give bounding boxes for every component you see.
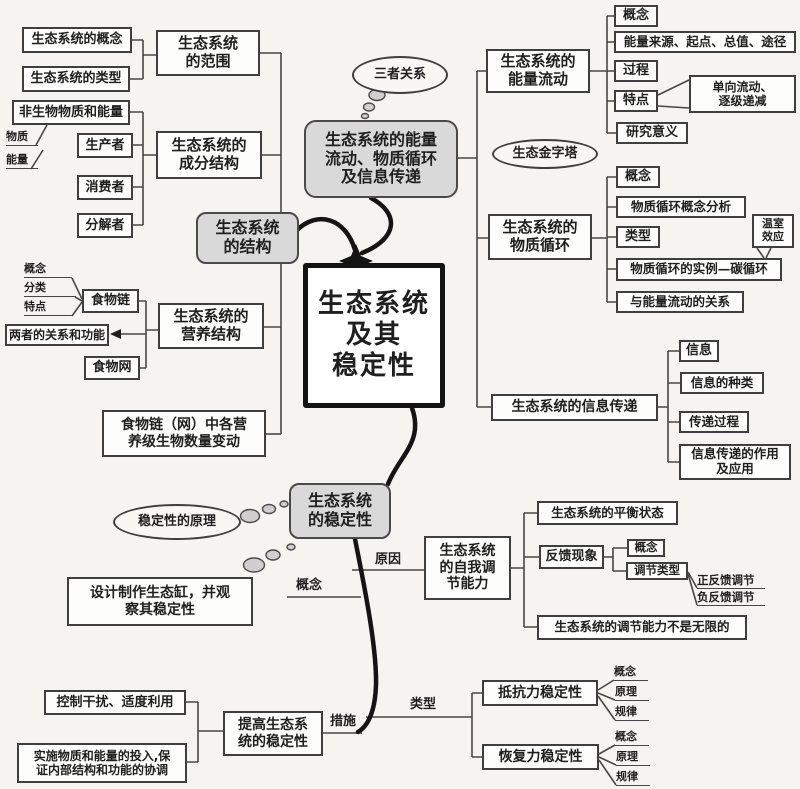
node-resilience-rule: 规律 (616, 770, 650, 786)
node-energy-flow: 生态系统的 能量流动 (486, 49, 590, 93)
node-info-kinds: 信息的种类 (680, 372, 764, 394)
node-trophic-quantity-change: 食物链（网）中各营 养级生物数量变动 (102, 410, 266, 457)
node-food-chain: 食物链 (82, 289, 139, 313)
node-ecosystem-stability-hub: 生态系统 的稳定性 (289, 483, 391, 539)
node-relation-function: 两者的关系和功能 (5, 324, 109, 346)
node-food-web: 食物网 (84, 356, 140, 380)
node-energy-feature-note: 单向流动、 逐级递减 (689, 75, 796, 113)
node-info-process: 传递过程 (679, 411, 749, 433)
node-stability-concept: 概念 (295, 578, 322, 594)
node-trophic-structure: 生态系统的 营养结构 (158, 303, 264, 349)
node-improve-stability: 提高生态系 统的稳定性 (223, 711, 323, 756)
node-resilience-stability: 恢复力稳定性 (482, 744, 599, 770)
node-positive-feedback: 正反馈调节 (697, 573, 765, 589)
node-energy-significance: 研究意义 (616, 122, 688, 144)
node-carbon-cycle-example: 物质循环的实例—碳循环 (616, 258, 782, 281)
node-feedback-type: 调节类型 (626, 562, 688, 580)
node-ecosystem-type: 生态系统的类型 (22, 66, 130, 92)
bubble-eco-pyramid: 生态金字塔 (492, 139, 598, 169)
node-resistance-rule: 规律 (615, 705, 649, 721)
bubble-three-relations: 三者关系 (352, 56, 448, 94)
node-control-disturbance: 控制干扰、适度利用 (44, 690, 186, 715)
node-matter-analysis: 物质循环概念分析 (616, 196, 746, 218)
node-chain-class: 分类 (24, 281, 76, 297)
node-matter-concept: 概念 (616, 166, 660, 188)
node-ecosystem-structure-hub: 生态系统 的结构 (196, 212, 299, 264)
node-self-regulation: 生态系统 的自我调 节能力 (424, 536, 511, 600)
node-info-application: 信息传递的作用 及应用 (679, 444, 791, 480)
node-energy-process: 过程 (614, 60, 658, 82)
node-stability-reason: 原因 (374, 552, 401, 568)
node-resistance-stability: 抵抗力稳定性 (482, 680, 598, 706)
node-matter-type: 类型 (616, 226, 660, 248)
node-resistance-principle: 原理 (615, 685, 649, 701)
node-info: 信息 (679, 340, 719, 362)
node-decomposer: 分解者 (77, 213, 133, 238)
node-eco-jar: 设计制作生态缸，并观 察其稳定性 (67, 577, 253, 626)
thick-branch-curves (293, 195, 418, 735)
node-ecosystem-concept: 生态系统的概念 (22, 27, 132, 53)
thin-connectors (30, 15, 772, 786)
node-ecosystem-scope: 生态系统 的范围 (156, 30, 260, 76)
node-matter-energy-input: 实施物质和能量的投入,保 证内部结构和功能的协调 (17, 743, 187, 783)
node-feedback: 反馈现象 (539, 545, 604, 569)
node-matter-energy-relation: 与能量流动的关系 (616, 291, 744, 313)
left-arrowhead-icon (110, 329, 121, 339)
node-regulation-limit: 生态系统的调节能力不是无限的 (537, 615, 747, 640)
node-balance-state: 生态系统的平衡状态 (537, 501, 678, 525)
node-matter-label: 物质 (6, 130, 38, 146)
node-greenhouse-effect: 温室 效应 (752, 214, 794, 248)
node-negative-feedback: 负反馈调节 (697, 590, 765, 606)
node-category-label: 类型 (409, 697, 436, 713)
node-producer: 生产者 (77, 133, 133, 158)
node-energy-source: 能量来源、起点、总值、途径 (614, 31, 796, 53)
node-matter-cycle: 生态系统的 物质循环 (488, 214, 592, 260)
node-abiotic-matter-energy: 非生物物质和能量 (12, 100, 130, 125)
node-energy-concept: 概念 (614, 5, 658, 27)
node-component-structure: 生态系统的 成分结构 (156, 131, 262, 179)
node-energy-label: 能量 (6, 153, 38, 169)
node-consumer: 消费者 (77, 175, 133, 200)
node-measure-label: 措施 (329, 714, 356, 730)
node-resilience-principle: 原理 (616, 750, 650, 766)
node-chain-feature: 特点 (24, 300, 72, 316)
bubble-stability-principle: 稳定性的原理 (113, 504, 241, 540)
star-arrow-icon (339, 244, 373, 279)
node-resilience-concept: 概念 (615, 730, 649, 746)
node-chain-concept: 概念 (24, 262, 72, 278)
node-flow-cycle-info-hub: 生态系统的能量 流动、物质循环 及信息传递 (304, 120, 458, 198)
node-energy-feature: 特点 (614, 90, 658, 112)
node-feedback-concept: 概念 (627, 539, 665, 557)
node-central-topic: 生态系统 及其 稳定性 (303, 263, 445, 408)
node-resistance-concept: 概念 (614, 665, 648, 681)
node-info-transfer: 生态系统的信息传递 (491, 394, 658, 421)
